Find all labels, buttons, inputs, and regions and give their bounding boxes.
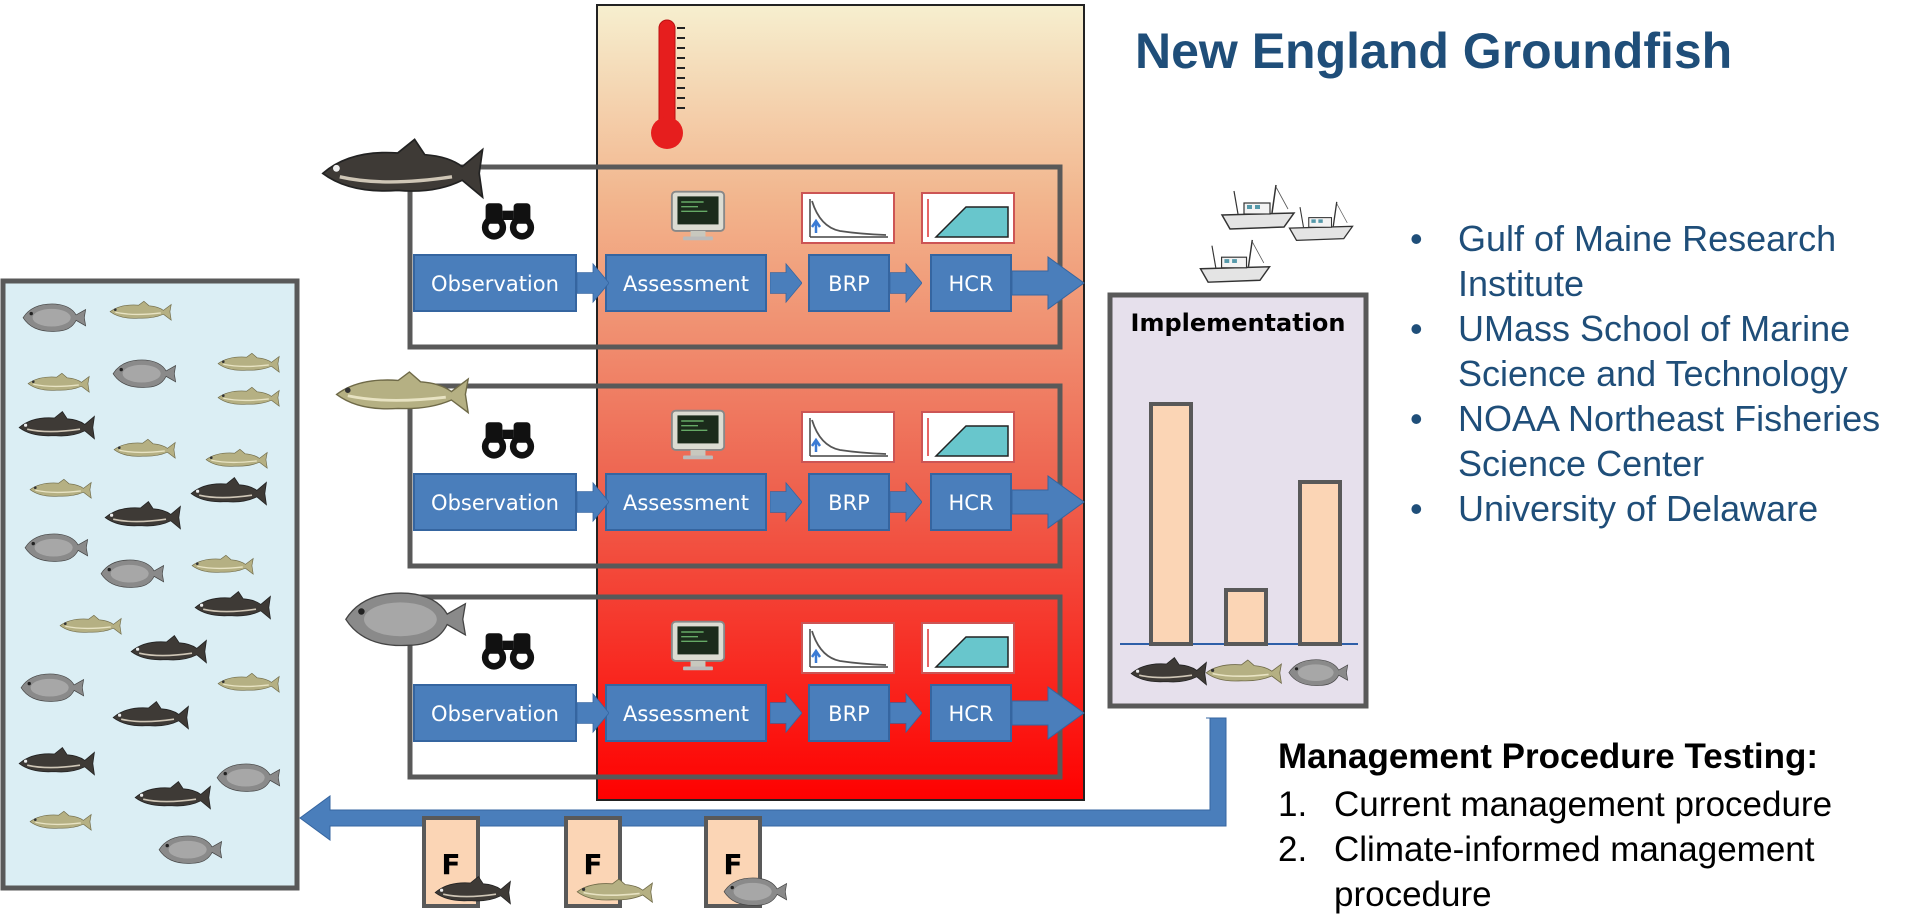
observation-box-label: Observation [431, 272, 559, 296]
brp-box-label: BRP [828, 702, 870, 726]
flounder-icon [345, 592, 467, 647]
item-number: 1. [1278, 785, 1308, 824]
output-arrow [1011, 256, 1085, 310]
catch-bar [1224, 588, 1268, 646]
hcr-box-label: HCR [948, 702, 993, 726]
page-title: New England Groundfish [1135, 23, 1733, 79]
observation-box [413, 254, 577, 312]
management-testing-list: 1. Current management procedure 2. Clima… [1278, 782, 1904, 917]
institutions-list: Gulf of Maine Research Institute UMass S… [1410, 216, 1888, 531]
output-arrow [1011, 475, 1085, 529]
item-text: Climate-informed management procedure [1334, 830, 1815, 914]
assessment-box [605, 254, 767, 312]
observation-box-label: Observation [431, 491, 559, 515]
management-row: Observation Assessment BRP HCR [345, 592, 1085, 780]
binoculars-icon [481, 203, 535, 240]
brp-box [808, 473, 890, 531]
institution-item: UMass School of Marine Science and Techn… [1410, 306, 1888, 396]
catch-return-arrow [299, 717, 1227, 841]
row-frame [407, 594, 1063, 780]
implementation-label: Implementation [1131, 309, 1346, 337]
row-frame [407, 383, 1063, 569]
f-label: F [441, 848, 460, 881]
assessment-box-label: Assessment [623, 491, 749, 515]
fishing-mortality-box: F [564, 816, 654, 908]
binoculars-icon [481, 422, 535, 459]
haddock-icon [320, 137, 485, 199]
hcr-box-label: HCR [948, 272, 993, 296]
assessment-box-label: Assessment [623, 272, 749, 296]
hcr-ramp-icon [921, 411, 1015, 463]
observation-box-label: Observation [431, 702, 559, 726]
output-arrow [1011, 686, 1085, 740]
management-testing-item: 2. Climate-informed management procedure [1278, 827, 1904, 917]
brp-curve-icon [800, 410, 896, 464]
brp-curve-icon [800, 621, 896, 675]
cod-icon [334, 370, 470, 415]
item-text: Current management procedure [1334, 785, 1833, 824]
brp-box-label: BRP [828, 272, 870, 296]
management-testing-title: Management Procedure Testing: [1278, 737, 1819, 776]
management-testing-item: 1. Current management procedure [1278, 782, 1904, 827]
fishing-mortality-box: F [704, 816, 788, 908]
hcr-box [930, 254, 1012, 312]
brp-curve-icon [800, 191, 896, 245]
hcr-box [930, 684, 1012, 742]
observation-box [413, 473, 577, 531]
institution-item: Gulf of Maine Research Institute [1410, 216, 1888, 306]
catch-bar [1298, 480, 1342, 646]
assessment-box [605, 684, 767, 742]
fishing-boat-icon [1199, 239, 1271, 283]
brp-box [808, 684, 890, 742]
fishing-boat-icon [1288, 201, 1354, 242]
hcr-box-label: HCR [948, 491, 993, 515]
assessment-box [605, 473, 767, 531]
thermometer-icon [651, 19, 685, 149]
management-row: Observation Assessment BRP HCR [334, 370, 1085, 569]
hcr-ramp-icon [921, 622, 1015, 674]
institution-item: NOAA Northeast Fisheries Science Center [1410, 396, 1888, 486]
management-row: Observation Assessment BRP HCR [320, 137, 1085, 350]
fishing-boat-icon [1221, 184, 1295, 230]
brp-box-label: BRP [828, 491, 870, 515]
institution-item: University of Delaware [1410, 486, 1888, 531]
observation-box [413, 684, 577, 742]
row-frame [407, 164, 1063, 350]
item-number: 2. [1278, 830, 1308, 869]
brp-box [808, 254, 890, 312]
catch-bar [1149, 402, 1193, 646]
hcr-box [930, 473, 1012, 531]
fishing-mortality-box: F [422, 816, 512, 908]
f-label: F [723, 848, 742, 881]
binoculars-icon [481, 633, 535, 670]
assessment-box-label: Assessment [623, 702, 749, 726]
hcr-ramp-icon [921, 192, 1015, 244]
f-label: F [583, 848, 602, 881]
